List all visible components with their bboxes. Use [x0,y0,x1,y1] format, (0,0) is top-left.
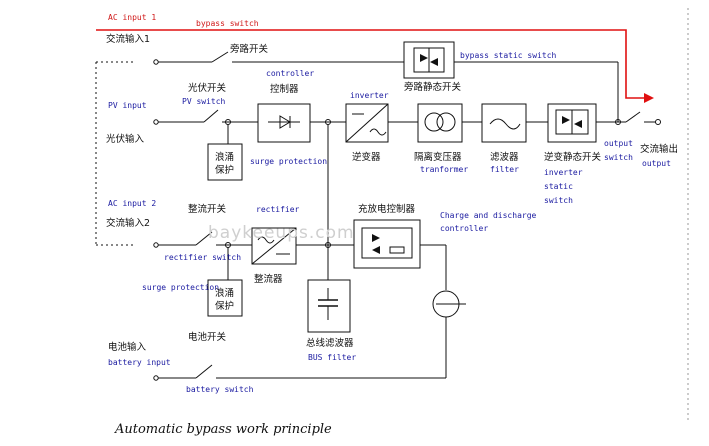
pv-switch-cn-label: 光伏开关 [188,82,227,94]
battery-switch-cn-label: 电池开关 [188,331,227,343]
transformer-label: tranformer [420,165,468,174]
inv-scr-arrow-1 [562,116,570,124]
ac2-terminal [153,242,159,248]
filter-cn-label: 滤波器 [490,151,519,163]
controller-diode [279,115,291,129]
transformer-box [417,103,463,143]
charge-controller-cn-label: 充放电控制器 [358,203,416,215]
dc-bus-node-mid [325,242,331,248]
inverter-cn-label: 逆变器 [352,151,381,163]
bypass-red-path [96,29,648,99]
bus-filter-box [307,279,351,333]
bypass-static-switch-cn-label: 旁路静态开关 [404,81,462,93]
bus-filter-label: BUS filter [308,353,356,362]
output-terminal [655,119,661,125]
rectifier-box [251,227,297,265]
bypass-arrow-head [644,93,654,103]
charge-resistor [389,246,405,254]
ac-output-label: output [642,159,671,168]
bus-filter-cn-label: 总线滤波器 [306,337,354,349]
ac-input-1-cn-label: 交流输入1 [106,33,150,45]
charge-scr-2 [372,246,380,254]
rectifier-ac-mark [257,236,275,244]
rect-surge-cn-2: 保护 [215,300,234,312]
inverter-diagonal [345,103,389,143]
output-node [615,119,621,125]
pv-surge-label: surge protection [250,157,327,166]
pv-switch-blade [203,109,219,123]
rectifier-switch-cn-label: 整流开关 [188,203,227,215]
filter-wave [489,118,521,130]
transformer-cn-label: 隔离变压器 [414,151,462,163]
battery-switch-label: battery switch [186,385,254,394]
rectifier-switch-blade [195,231,213,246]
inverter-label: inverter [350,91,389,100]
controller-cn-label: 控制器 [270,83,299,95]
pv-surge-box [207,143,243,181]
charge-controller-label-2: controller [440,224,488,233]
ac-input-2-cn-label: 交流输入2 [106,217,150,229]
inverter-static-switch-label-3: switch [544,196,573,205]
bypass-static-switch-label: bypass static switch [460,51,557,60]
battery-terminal [153,375,159,381]
controller-label: controller [266,69,314,78]
rect-surge-cn-1: 浪涌 [215,287,234,299]
output-switch-blade [625,111,641,123]
rectifier-switch-label: rectifier switch [164,253,241,262]
charge-inner-frame [361,227,413,259]
bypass-switch-blade [211,51,229,63]
ac-input-1-label: AC input 1 [108,13,156,22]
bypass-switch-cn-label: 旁路开关 [230,43,269,55]
battery-switch-blade [195,364,213,379]
bypass-scr-arrow-1 [420,54,428,62]
ac-input-2-label: AC input 2 [108,199,156,208]
inv-scr-arrow-2 [574,120,582,128]
rectifier-cn-label: 整流器 [254,273,283,285]
charge-controller-box [353,219,421,269]
rect-surge-label: surge protection [142,283,219,292]
bypass-switch-label: bypass switch [196,19,259,28]
filter-box [481,103,527,143]
charge-scr-1 [372,234,380,242]
rectifier-diagonal [251,227,297,265]
inverter-static-switch-label-1: inverter [544,168,583,177]
inverter-static-switch-label-2: static [544,182,573,191]
inverter-ac-mark [369,128,387,136]
inverter-box [345,103,389,143]
watermark: baykeeups.com [208,223,355,243]
transformer-coil-1 [424,112,444,132]
output-switch-label-2: switch [604,153,633,162]
inverter-static-switch-box [547,103,597,143]
bypass-scr-arrow-2 [430,58,438,66]
pv-surge-cn-1: 浪涌 [215,151,234,163]
pv-input-cn-label: 光伏输入 [106,133,145,145]
controller-box [257,103,311,143]
rect-surge-box [207,279,243,317]
charge-controller-label-1: Charge and discharge [440,211,537,220]
battery-input-label: battery input [108,358,171,367]
transformer-coil-2 [436,112,456,132]
pv-terminal [153,119,159,125]
filter-label: filter [490,165,519,174]
pv-switch-label: PV switch [182,97,226,106]
rectifier-label: rectifier [256,205,300,214]
pv-input-label: PV input [108,101,147,110]
ac1-terminal [153,59,159,65]
pv-surge-cn-2: 保护 [215,164,234,176]
ac-output-cn-label: 交流输出 [640,143,678,155]
diagram-caption: Automatic bypass work principle [114,422,332,437]
output-switch-label-1: output [604,139,633,148]
battery-input-cn-label: 电池输入 [108,341,147,353]
inverter-static-switch-cn-label: 逆变静态开关 [544,151,602,163]
bypass-static-switch-box [403,41,455,79]
